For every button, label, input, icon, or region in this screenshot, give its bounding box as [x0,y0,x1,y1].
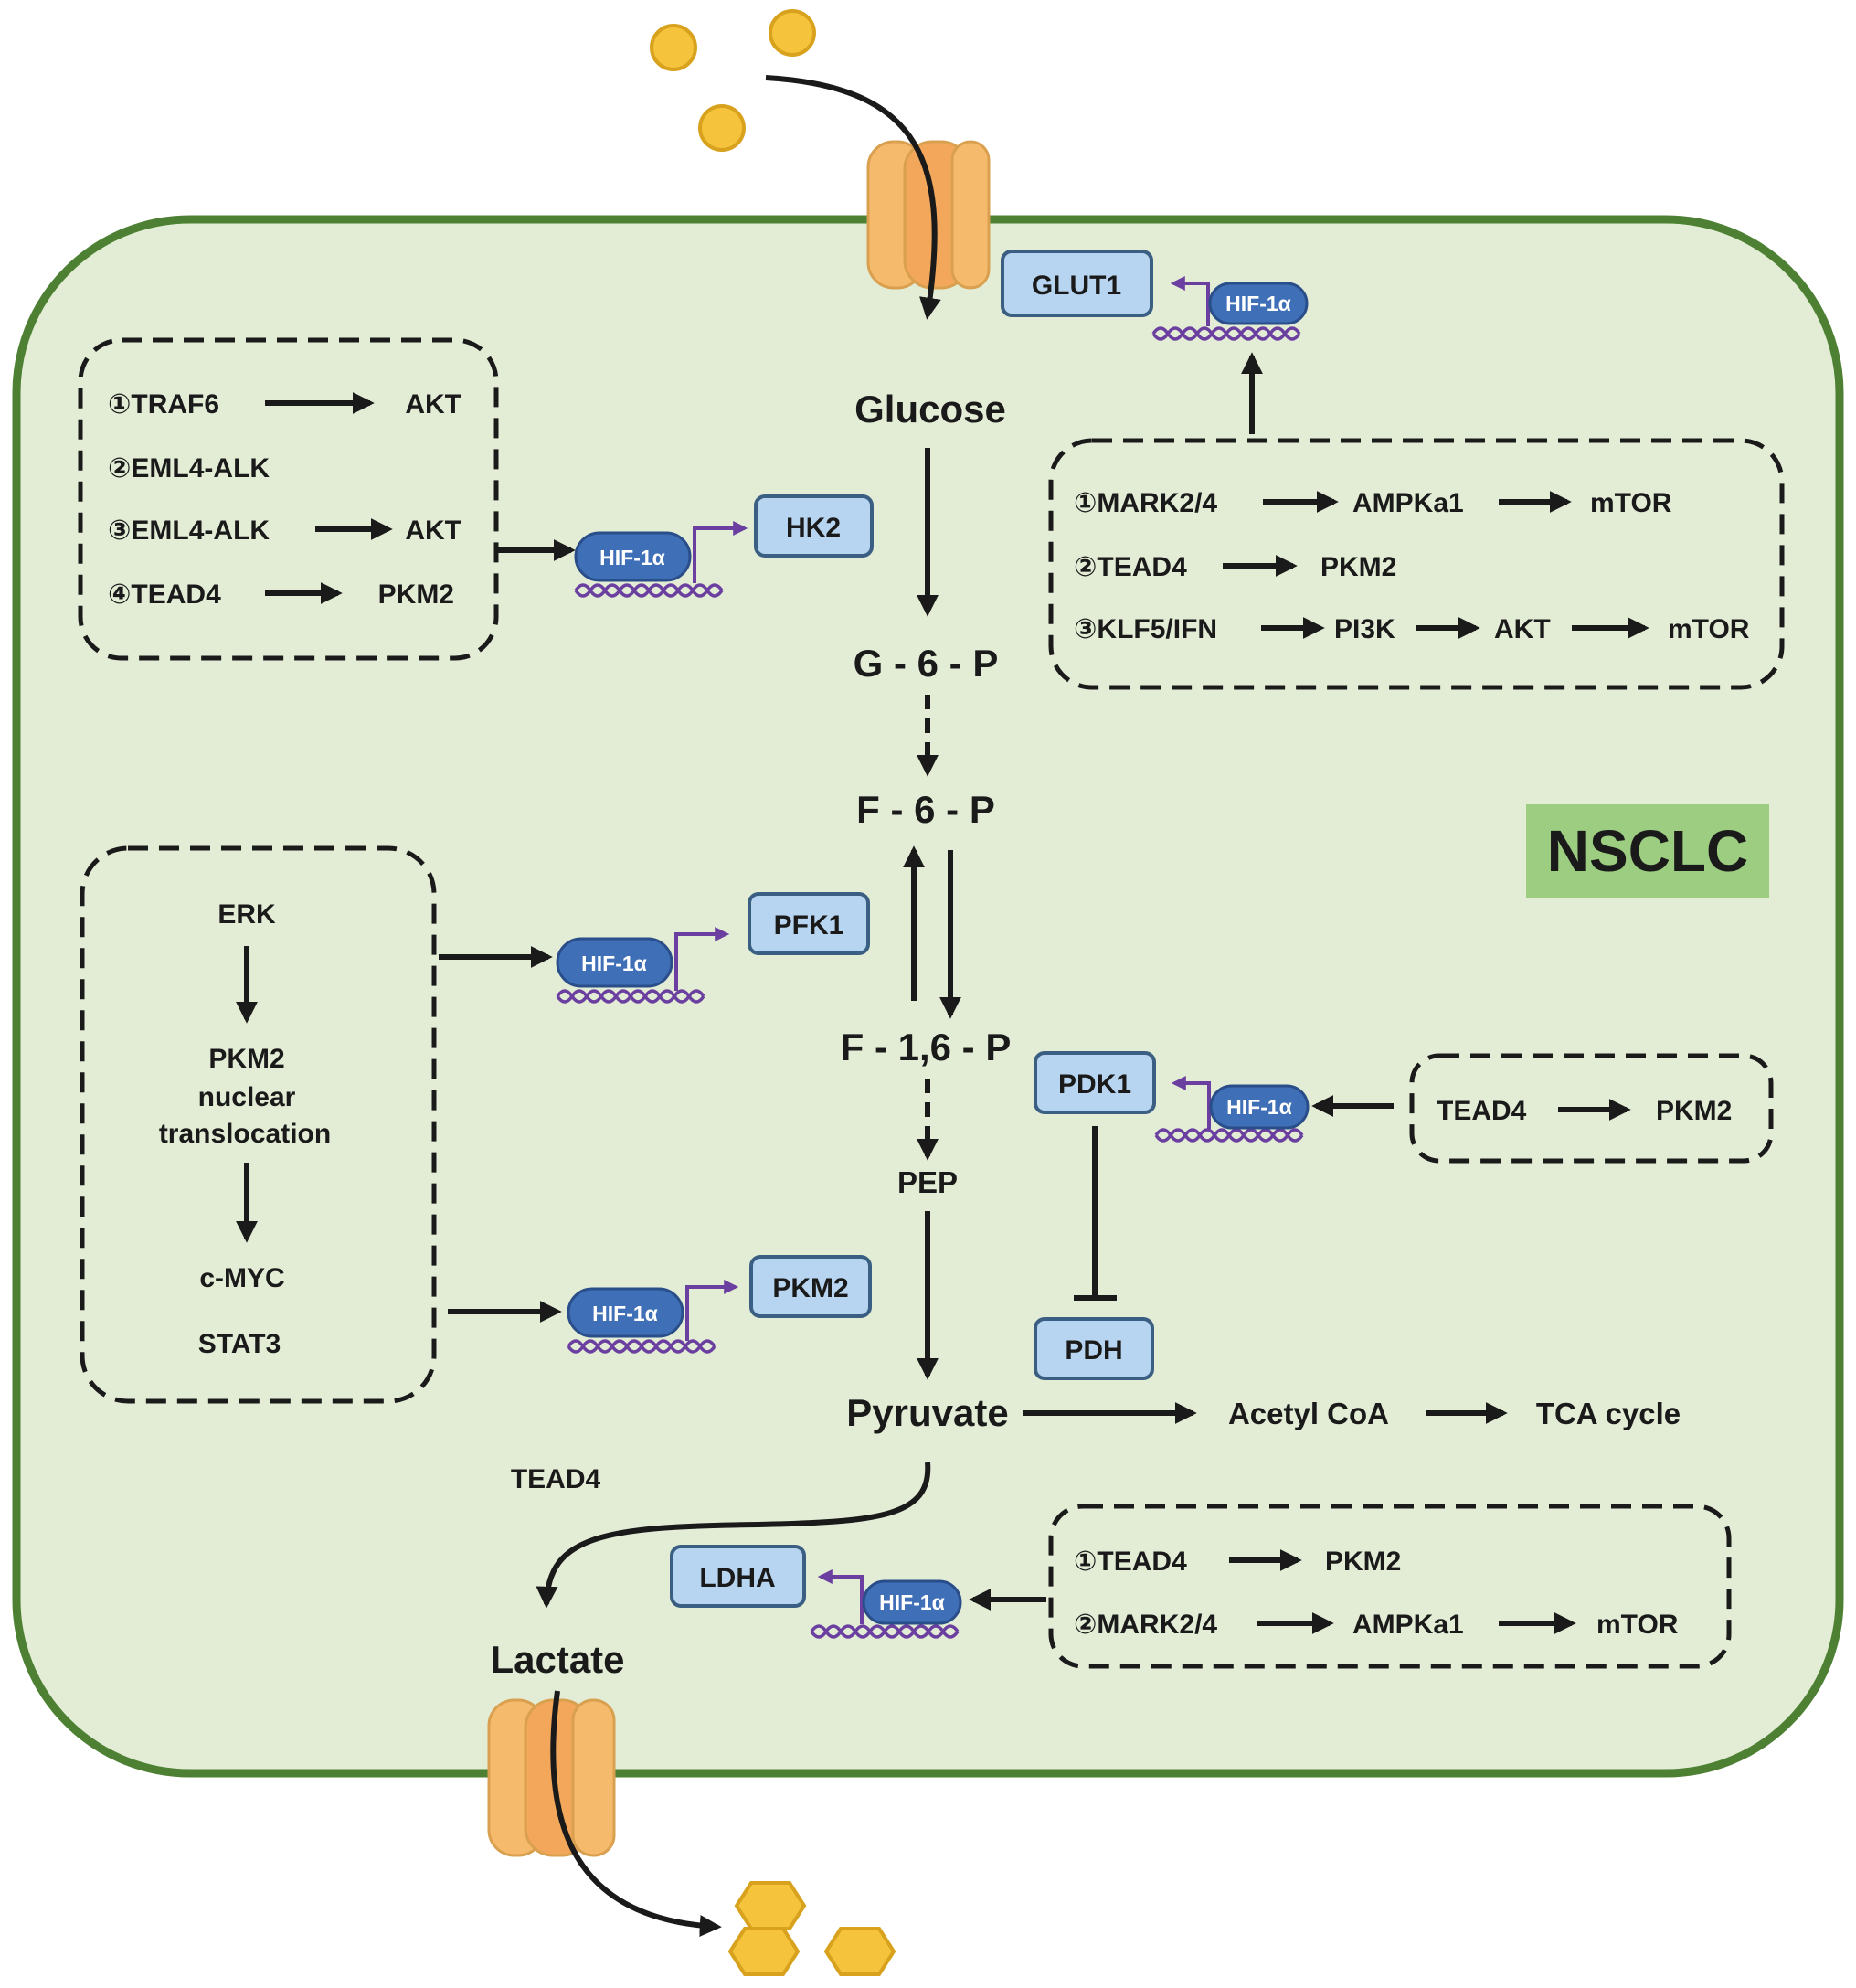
hif-unit-glut1: HIF-1α [1151,276,1309,341]
hif1a-protein [1208,282,1309,325]
hif-unit-ldha: HIF-1α [810,1569,962,1639]
glucose-molecules [650,9,816,152]
regulator-label: ①MARK2/4 [1074,488,1217,518]
tead4-label: TEAD4 [511,1464,601,1494]
regulator-target: AKT [405,389,461,420]
hif1a-protein [862,1579,962,1625]
hif1a-label: HIF-1α [599,546,665,569]
regulator-label: ①TRAF6 [108,389,219,420]
erk-regulator-box: ERK PKM2 nuclear translocation c-MYC STA… [80,845,437,1404]
transcription-arrow [674,927,730,991]
hif-unit-pdk1: HIF-1α [1154,1076,1310,1143]
pdk1-regulator-box: TEAD4 PKM2 [1409,1053,1774,1164]
regulator-target: AKT [405,516,461,546]
transcription-arrow [685,1280,739,1341]
regulator-target: mTOR [1590,488,1672,518]
hif1a-protein [567,1287,684,1338]
glucose-molecule [769,9,816,57]
regulator-label: ③KLF5/IFN [1074,614,1217,644]
stat3-label: STAT3 [198,1329,281,1359]
lactate-transporter [487,1698,616,1857]
glut1-label: GLUT1 [1032,271,1121,301]
hif1a-label: HIF-1α [592,1302,658,1325]
regulator-label: ③EML4-ALK [108,516,270,546]
hif1a-protein [556,937,673,988]
pfk1-label: PFK1 [774,910,844,941]
glut1-regulator-box: ①MARK2/4 AMPKa1 mTOR ②TEAD4 PKM2 ③KLF5/I… [1048,438,1785,690]
regulator-target: PKM2 [1325,1547,1401,1577]
ldha-label: LDHA [699,1563,775,1593]
regulator-target: AMPKa1 [1352,488,1464,518]
pfk1-box: PFK1 [748,892,870,955]
regulator-label: ②TEAD4 [1074,552,1187,582]
ldha-regulator-box: ①TEAD4 PKM2 ②MARK2/4 AMPKa1 mTOR [1048,1504,1732,1669]
glut1-box: GLUT1 [1001,250,1153,317]
lactate-molecule [727,1927,801,1976]
hif1a-label: HIF-1α [879,1590,945,1614]
pkm2-box: PKM2 [749,1255,872,1318]
hif-unit-pkm2: HIF-1α [567,1280,739,1354]
regulator-target: AKT [1494,614,1551,644]
regulator-target: PKM2 [1656,1096,1732,1126]
regulator-label: ①TEAD4 [1074,1547,1187,1577]
transcription-arrow [817,1569,864,1624]
hk2-box: HK2 [754,494,874,558]
transcription-arrow [693,521,748,583]
regulator-label: TEAD4 [1437,1096,1527,1126]
glucose-molecule [698,104,746,152]
regulator-target: mTOR [1596,1610,1679,1640]
glucose-uptake-arrow [765,75,941,320]
pep-label: PEP [897,1165,958,1199]
pyruvate-label: Pyruvate [846,1391,1008,1434]
f6p-label: F - 6 - P [856,788,995,831]
lactate-molecules [727,1881,896,1976]
hif-unit-hk2: HIF-1α [574,521,748,598]
hk2-label: HK2 [786,513,841,543]
pkm2-label: PKM2 [772,1273,848,1303]
regulator-target: PKM2 [1320,552,1396,582]
glucose-molecule [650,24,697,71]
regulator-target: AMPKa1 [1352,1610,1464,1640]
tca-cycle-label: TCA cycle [1536,1397,1681,1430]
regulator-label: ②MARK2/4 [1074,1610,1217,1640]
pdk1-box: PDK1 [1034,1051,1156,1114]
regulator-target: mTOR [1668,614,1750,644]
hif1a-protein [574,531,692,582]
erk-label: ERK [217,899,276,930]
hif1a-label: HIF-1α [581,951,647,975]
cmyc-label: c-MYC [199,1263,284,1293]
glucose-label: Glucose [854,388,1006,431]
regulator-label: ②EML4-ALK [108,453,270,484]
translocation-text: translocation [159,1119,331,1149]
acetyl-coa-label: Acetyl CoA [1228,1397,1389,1430]
nsclc-label: NSCLC [1547,818,1748,884]
lactate-label: Lactate [490,1638,624,1681]
pdh-label: PDH [1065,1335,1122,1366]
lactate-molecule [734,1881,807,1930]
glucose-transporter [866,140,991,290]
hif1a-label: HIF-1α [1226,1095,1292,1119]
ldha-box: LDHA [670,1545,806,1608]
hif1a-label: HIF-1α [1225,292,1291,315]
hif1a-protein [1209,1084,1310,1130]
f16p-label: F - 1,6 - P [841,1026,1012,1068]
nsclc-label-box: NSCLC [1526,804,1769,898]
pkm2-text: PKM2 [208,1044,284,1074]
regulator-label: ④TEAD4 [108,579,221,610]
regulator-target: PKM2 [378,579,454,610]
nuclear-text: nuclear [198,1082,296,1112]
hk2-regulator-box: ①TRAF6 AKT ②EML4-ALK ③EML4-ALK AKT ④TEAD… [78,337,499,661]
pyruvate-to-lactate-arrow [536,1462,931,1609]
transcription-arrow [1171,1076,1211,1129]
hif-unit-pfk1: HIF-1α [556,927,730,1004]
lactate-export-arrow [550,1690,722,1937]
lactate-molecule [823,1927,896,1976]
pdk1-label: PDK1 [1058,1069,1131,1100]
transcription-arrow [1170,276,1210,326]
g6p-label: G - 6 - P [854,642,999,685]
regulator-target: PI3K [1334,614,1395,644]
pdh-box: PDH [1034,1317,1154,1380]
